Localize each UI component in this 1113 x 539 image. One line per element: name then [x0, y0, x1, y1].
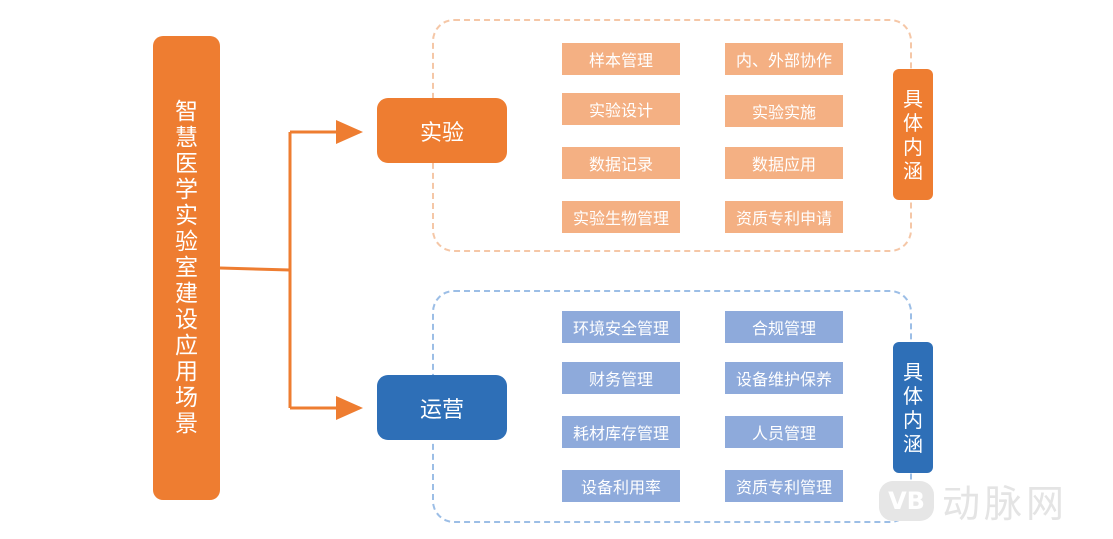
- root-label: 智慧医学实验室建设应用场景: [175, 99, 198, 437]
- side-label-operations-text: 具体内涵: [903, 359, 923, 456]
- item-operations: 设备利用率: [562, 470, 680, 502]
- item-experiment: 资质专利申请: [725, 201, 843, 233]
- watermark-logo: VB: [879, 480, 934, 521]
- item-operations: 财务管理: [562, 362, 680, 394]
- item-operations: 环境安全管理: [562, 311, 680, 343]
- item-experiment: 实验设计: [562, 93, 680, 125]
- side-label-operations: 具体内涵: [893, 342, 933, 473]
- item-operations: 资质专利管理: [725, 470, 843, 502]
- item-experiment: 样本管理: [562, 43, 680, 75]
- item-experiment: 数据记录: [562, 147, 680, 179]
- item-operations: 耗材库存管理: [562, 416, 680, 448]
- item-operations: 人员管理: [725, 416, 843, 448]
- watermark-text: 动脉网: [942, 482, 1069, 526]
- side-label-experiment: 具体内涵: [893, 69, 933, 200]
- category-operations: 运营: [377, 375, 507, 440]
- item-experiment: 实验生物管理: [562, 201, 680, 233]
- watermark: VB 动脉网: [879, 473, 1068, 528]
- item-operations: 合规管理: [725, 311, 843, 343]
- category-experiment: 实验: [377, 98, 507, 163]
- item-operations: 设备维护保养: [725, 362, 843, 394]
- side-label-experiment-text: 具体内涵: [903, 86, 923, 183]
- item-experiment: 数据应用: [725, 147, 843, 179]
- item-experiment: 内、外部协作: [725, 43, 843, 75]
- root-node: 智慧医学实验室建设应用场景: [153, 36, 220, 500]
- connector-root-trunk: [219, 266, 291, 272]
- item-experiment: 实验实施: [725, 95, 843, 127]
